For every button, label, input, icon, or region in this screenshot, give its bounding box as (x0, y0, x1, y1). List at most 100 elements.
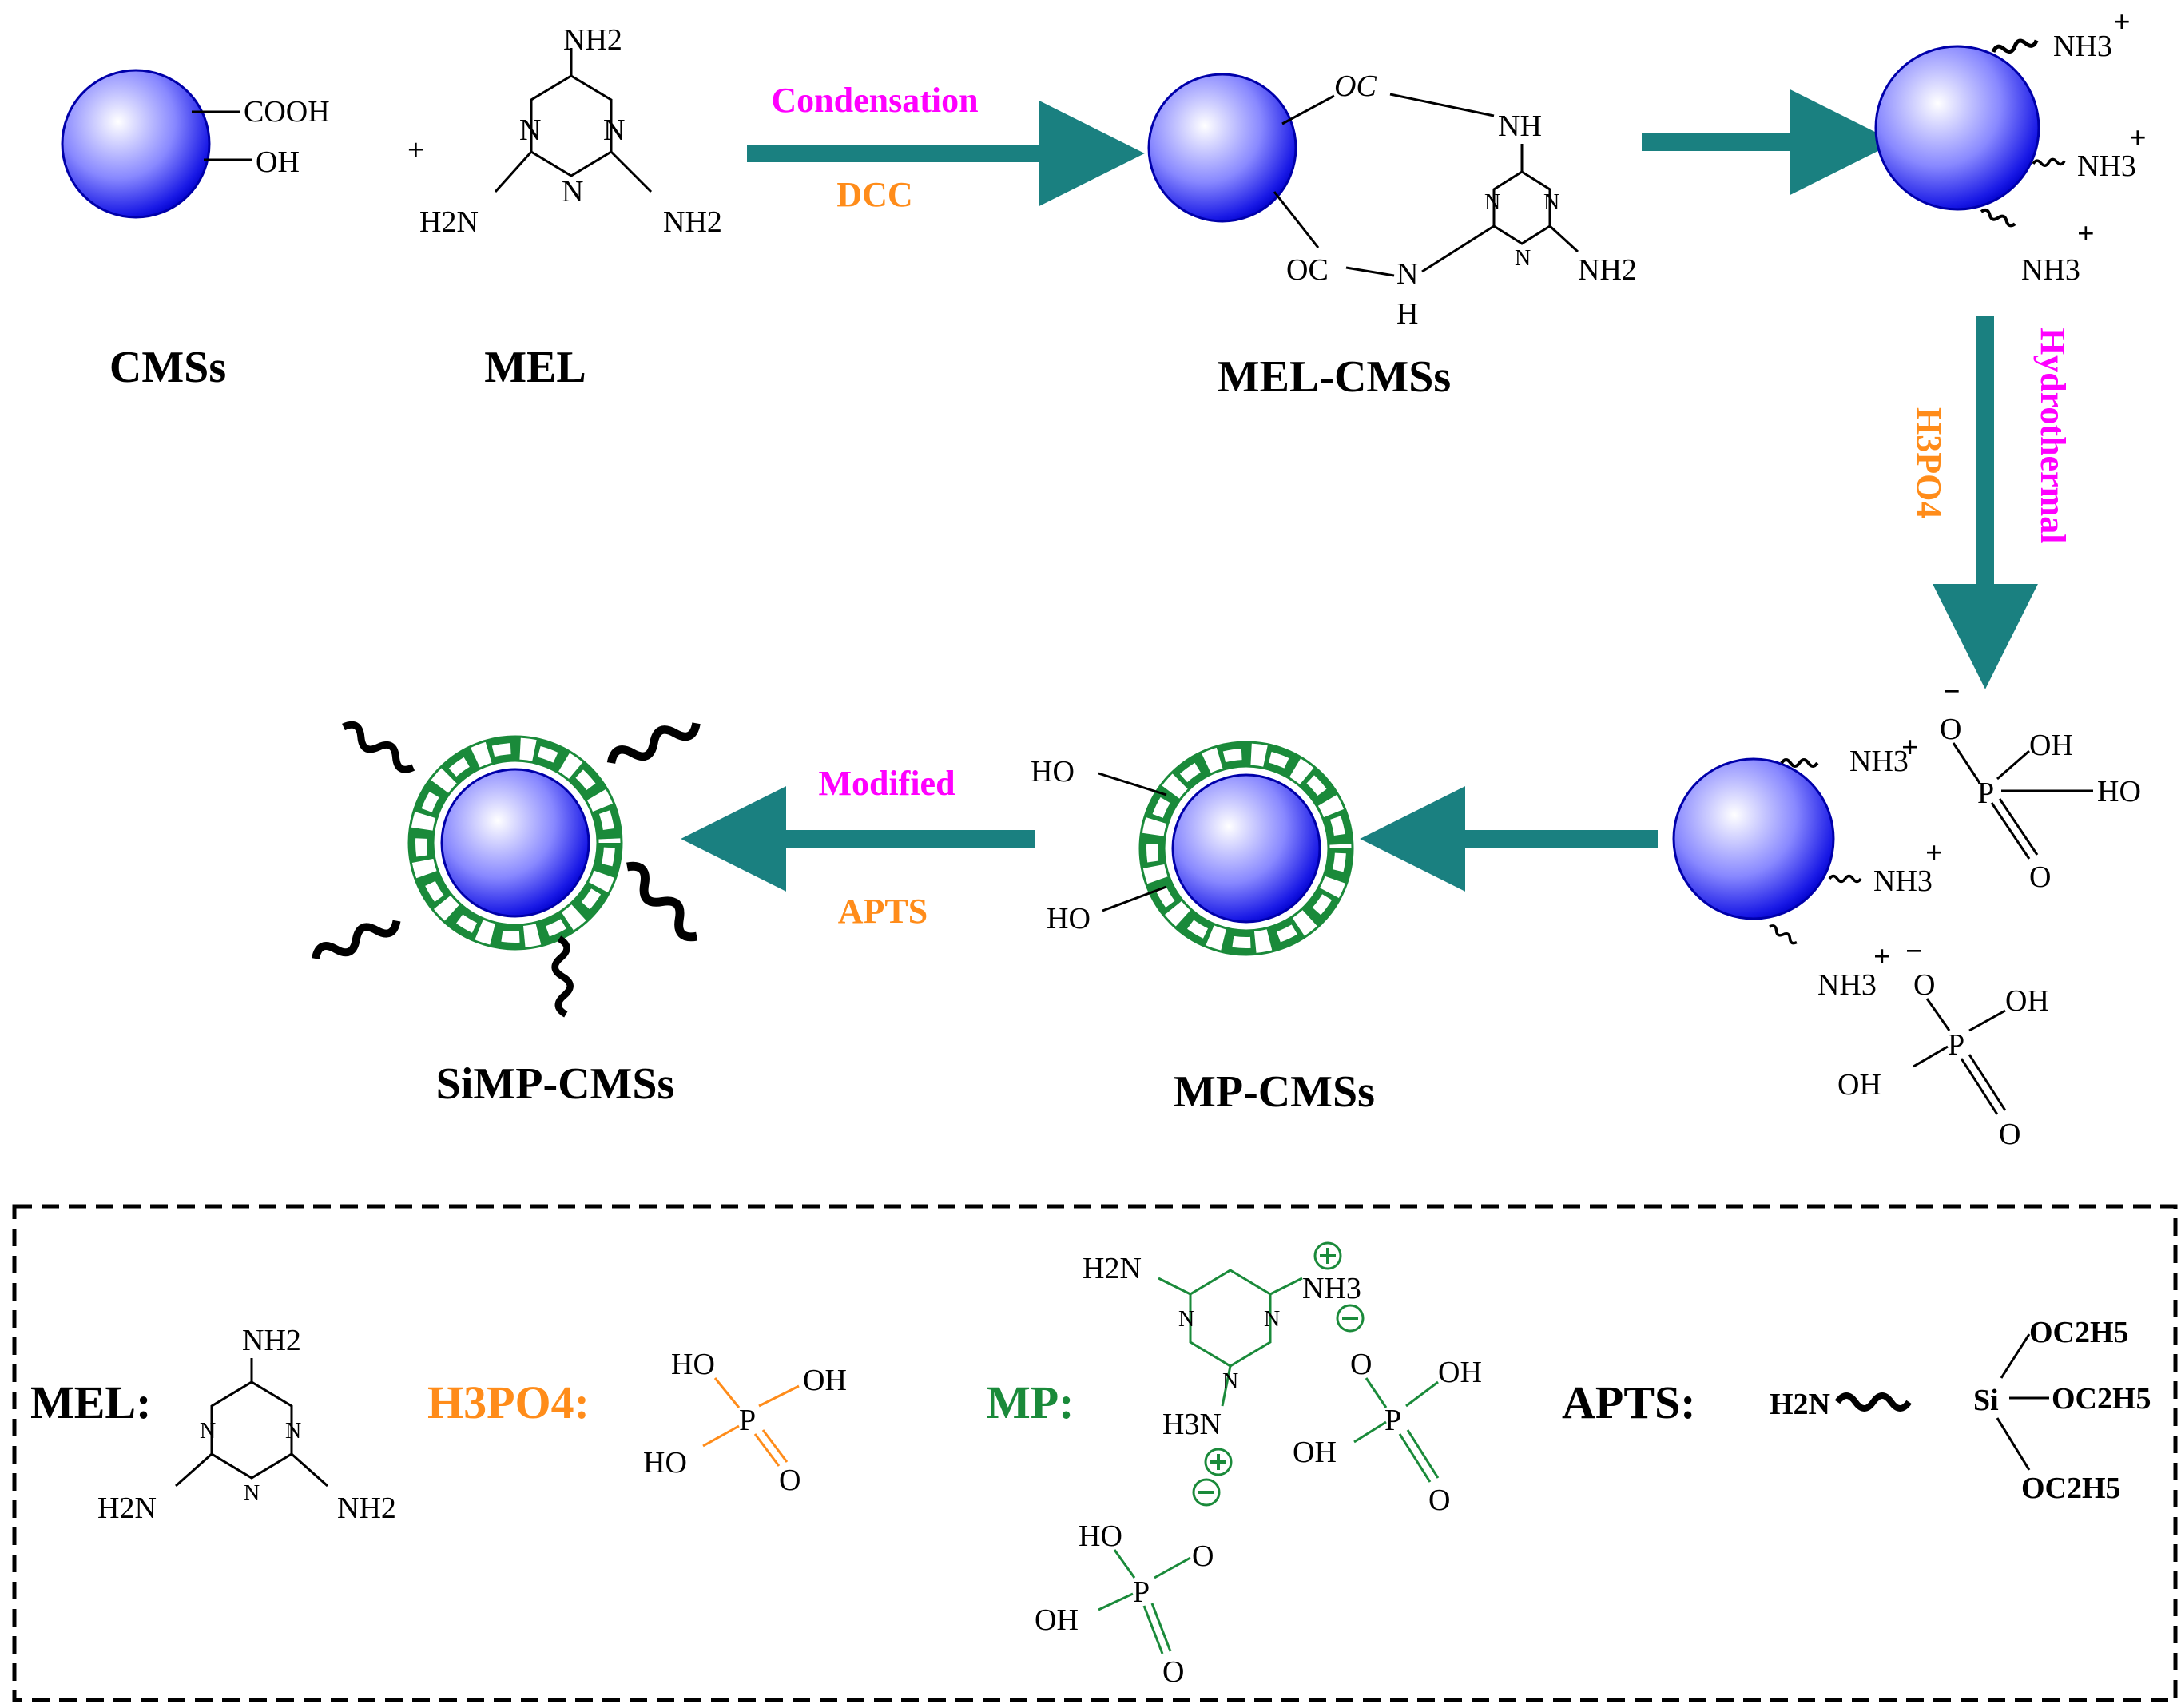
o-p1: O (2029, 860, 2051, 894)
key-apts-si: Si (1973, 1384, 1999, 1417)
nh3-3: NH3 (2021, 253, 2080, 287)
mel-molecule: NH2 H2N NH2 N N N MEL (419, 23, 722, 392)
condition-hydrothermal: Hydrothermal (2033, 328, 2072, 544)
key-h3po4-o: O (779, 1464, 800, 1497)
key-mp-o1: O (1350, 1348, 1372, 1381)
cooh-group: COOH (244, 95, 330, 129)
ring-n-2: N (603, 113, 625, 147)
simp-cmss-particle: SiMP-CMSs (312, 716, 703, 1109)
o-p2: O (1999, 1118, 2020, 1151)
key-mp-n3: N (1222, 1369, 1238, 1394)
condition-h3po4: H3PO4 (1909, 407, 1949, 518)
nh2-mel-cmss: NH2 (1578, 253, 1637, 287)
arrow-modified: Modified APTS (681, 764, 1035, 931)
oh-group: OH (256, 145, 300, 179)
key-mp-p2: P (1133, 1575, 1150, 1609)
negative-charge-icon (1336, 1304, 1365, 1333)
mel-label: MEL (484, 343, 586, 392)
wavy-chain-icon (1828, 874, 1862, 884)
negative-charge-icon (1192, 1478, 1221, 1507)
plus-1: + (2113, 6, 2131, 39)
cmss-particle: COOH OH CMSs (61, 69, 330, 392)
sphere-particle-icon (440, 768, 590, 918)
key-mp-oh2: OH (1293, 1436, 1337, 1469)
key-mp-label: MP: (987, 1376, 1075, 1428)
plus-2: + (2129, 121, 2147, 155)
p-1: P (1977, 777, 1994, 810)
nh3-b: NH3 (1873, 864, 1933, 898)
mel-cmss-particle: OC NH N N N NH2 OC N H MEL-CMSs (1147, 70, 1637, 402)
wavy-chain-icon (1980, 209, 2016, 227)
arrow-condensation: Condensation DCC (747, 81, 1145, 214)
key-mel-nh2-right: NH2 (337, 1492, 396, 1525)
oh-p1: OH (2029, 729, 2073, 762)
ring-n-a: N (1484, 190, 1500, 215)
key-h3po4-label: H3PO4: (427, 1376, 590, 1428)
key-mp-p1: P (1384, 1404, 1401, 1437)
sphere-particle-icon (1147, 73, 1297, 223)
key-apts-structure: H2N Si OC2H5 OC2H5 OC2H5 (1770, 1316, 2151, 1505)
condition-modified: Modified (818, 764, 955, 803)
plus-sign: + (407, 133, 424, 167)
wavy-chain-icon (1837, 1396, 1909, 1408)
mp-cmss-particle: HO HO MP-CMSs (1031, 742, 1375, 1117)
plus-3: + (2077, 217, 2095, 251)
plus-b: + (1925, 836, 1943, 870)
key-mp-o4: O (1162, 1655, 1184, 1689)
ring-n-c: N (1515, 246, 1531, 271)
positive-charge-icon (1313, 1241, 1342, 1270)
key-mel-n1: N (200, 1419, 216, 1444)
o-minus-2: O (1913, 968, 1935, 1002)
h-bottom: H (1396, 297, 1418, 331)
condition-condensation: Condensation (771, 81, 978, 120)
nh3-1: NH3 (2053, 30, 2112, 63)
key-mel-n2: N (285, 1419, 301, 1444)
ho-p1: HO (2097, 775, 2141, 808)
sphere-particle-icon (1672, 757, 1835, 920)
key-mp-o2: O (1428, 1484, 1450, 1517)
plus-c: + (1873, 940, 1891, 974)
simp-cmss-label: SiMP-CMSs (436, 1059, 675, 1109)
oh-p2: OH (2005, 984, 2049, 1018)
minus-1: − (1943, 675, 1961, 709)
key-h3po4-structure: HO P OH HO O (643, 1348, 847, 1497)
key-mel-structure: NH2 H2N NH2 N N N (97, 1324, 396, 1525)
key-h3po4-ho2: HO (643, 1446, 687, 1480)
key-mel-label: MEL: (30, 1376, 151, 1428)
plus-a: + (1901, 731, 1919, 765)
sphere-particle-icon (1874, 45, 2040, 211)
phosphate-amine-particle: NH3 + NH3 + NH3 + − O P OH HO O − O P OH… (1672, 675, 2141, 1151)
key-mp-h2n: H2N (1083, 1252, 1142, 1285)
cmss-label: CMSs (109, 343, 226, 392)
key-apts-oc2h5-3: OC2H5 (2021, 1472, 2121, 1505)
nh3-a: NH3 (1849, 745, 1909, 778)
mel-cmss-label: MEL-CMSs (1218, 352, 1451, 402)
key-mel-nh2-top: NH2 (242, 1324, 301, 1357)
wavy-chain-icon (553, 938, 573, 1015)
mp-cmss-label: MP-CMSs (1174, 1067, 1375, 1117)
amine-particle: NH3 + NH3 + NH3 + (1874, 6, 2147, 287)
h2n-left: H2N (419, 205, 479, 239)
key-mp-oh1: OH (1438, 1356, 1482, 1389)
nh3-2: NH3 (2077, 149, 2136, 183)
legend-box: MEL: NH2 H2N NH2 N N N H3PO4: HO P OH HO… (12, 1204, 2178, 1702)
condition-dcc: DCC (836, 175, 912, 214)
key-mp-o3: O (1192, 1539, 1214, 1573)
key-apts-oc2h5-2: OC2H5 (2052, 1382, 2151, 1416)
condition-apts: APTS (838, 892, 928, 931)
oc-top: OC (1334, 70, 1377, 103)
wavy-chain-icon (340, 721, 417, 773)
key-mp-structure: H2N NH3 N N N H3N (1035, 1241, 1482, 1689)
key-mel-n3: N (244, 1481, 260, 1506)
key-mp-ho3: HO (1079, 1519, 1122, 1553)
oh-p2b: OH (1837, 1068, 1881, 1102)
oc-bottom: OC (1286, 253, 1329, 287)
sphere-particle-icon (61, 69, 211, 219)
ring-n-b: N (1543, 190, 1559, 215)
key-mp-n1: N (1178, 1307, 1194, 1332)
key-apts-oc2h5-1: OC2H5 (2029, 1316, 2129, 1349)
wavy-chain-icon (1992, 37, 2038, 56)
minus-2: − (1905, 935, 1923, 968)
o-minus-1: O (1940, 713, 1961, 746)
